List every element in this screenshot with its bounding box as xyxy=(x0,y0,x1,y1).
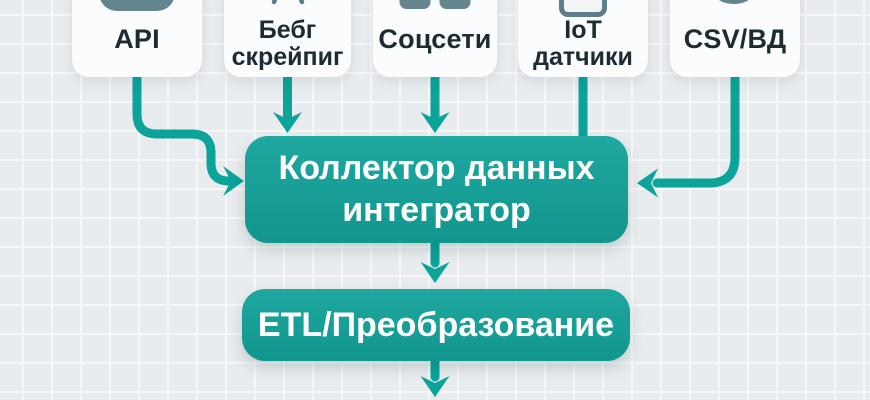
collector-label-line1: Коллектор данных xyxy=(278,149,595,188)
arrow-api-to-collector xyxy=(132,72,236,186)
source-card-csv: CSV/ВД xyxy=(670,0,800,77)
label-line: Бебг xyxy=(258,16,317,44)
label-line: IoT xyxy=(564,16,602,44)
label-line: датчики xyxy=(533,42,633,71)
arrowhead-down-icon xyxy=(273,112,302,133)
database-icon xyxy=(719,0,749,4)
source-card-scraping: Бебг скрейпиг xyxy=(224,0,351,77)
collector-label-line2: интегратор xyxy=(342,190,531,229)
arrowhead-left-icon xyxy=(637,168,658,198)
source-card-label: CSV/ВД xyxy=(683,24,787,54)
arrowhead-down-icon xyxy=(420,262,450,283)
etl-label: ETL/Преобразование xyxy=(257,305,615,344)
source-card-iot: IoT датчики xyxy=(518,0,648,77)
arrowhead-down-icon xyxy=(420,112,450,133)
chat-squares-icon xyxy=(399,0,471,9)
source-card-social: Соцсети xyxy=(373,0,497,77)
arrowhead-down-icon xyxy=(420,376,450,397)
source-card-label: Бебг скрейпиг xyxy=(224,17,351,70)
source-card-label: Соцсети xyxy=(378,24,492,54)
etl-node: ETL/Преобразование xyxy=(242,289,630,361)
collector-node: Коллектор данных интегратор xyxy=(245,136,628,243)
source-card-label: API xyxy=(114,24,160,54)
source-card-label: IoT датчики xyxy=(518,17,648,70)
spider-icon xyxy=(271,0,304,5)
source-card-api: API API xyxy=(72,0,202,77)
api-pill-icon: API xyxy=(99,0,175,11)
arrowhead-right-icon xyxy=(223,166,244,196)
label-line: скрейпиг xyxy=(231,42,344,71)
arrow-csv-to-collector xyxy=(652,72,740,188)
device-icon xyxy=(559,0,607,17)
